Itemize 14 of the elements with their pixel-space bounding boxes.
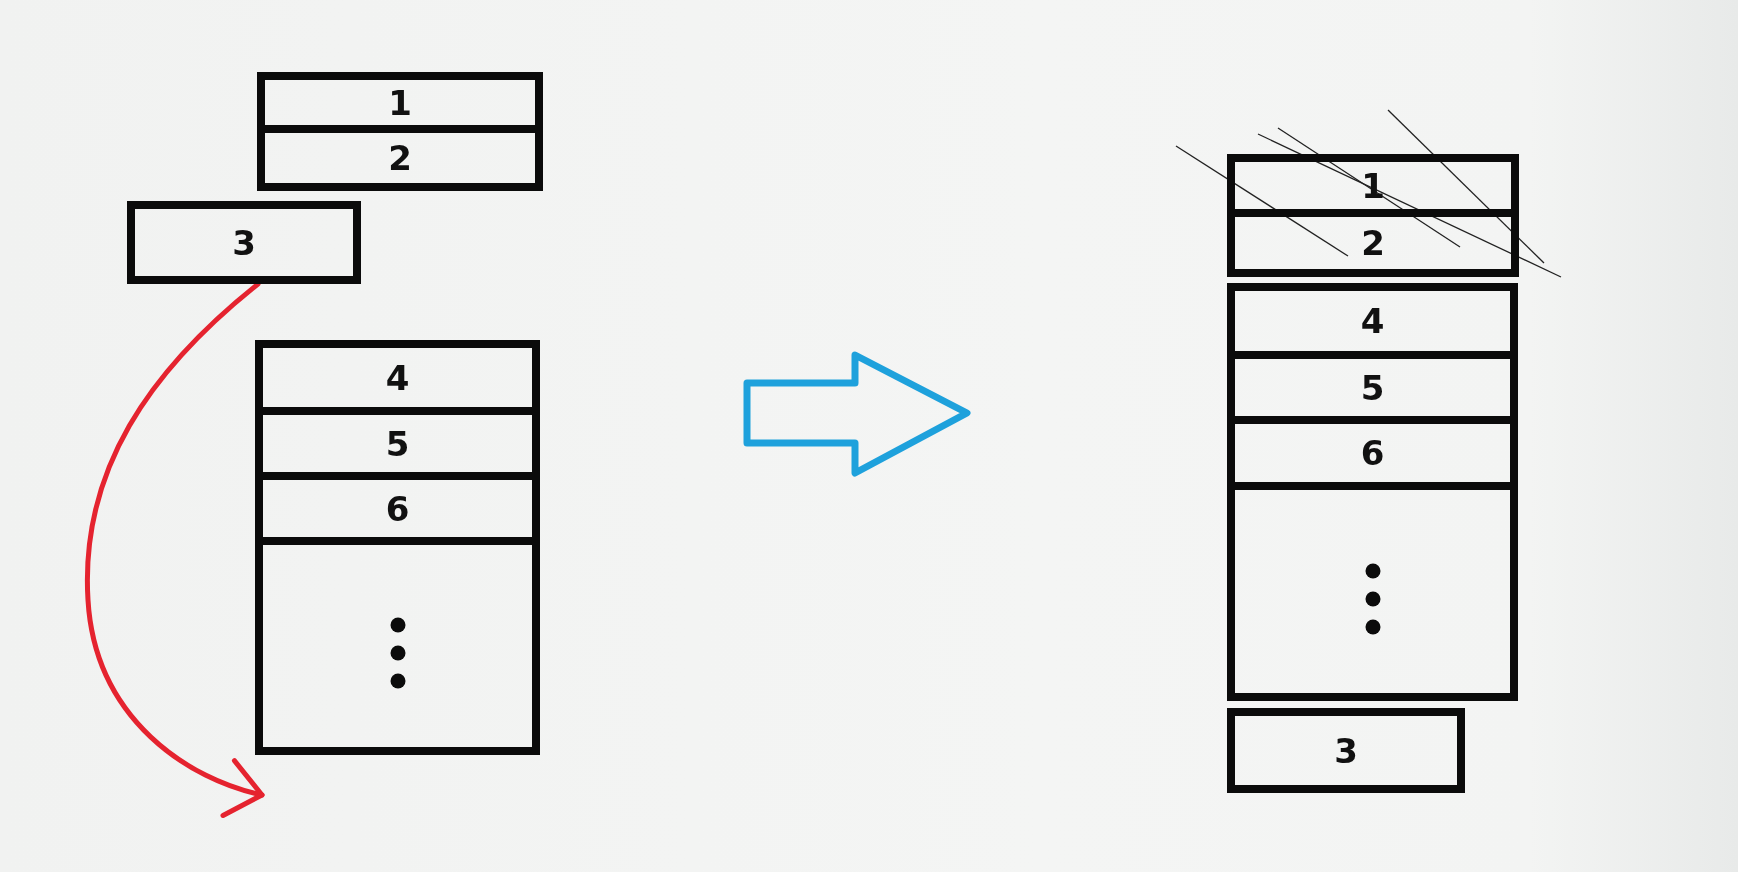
block-number: 3: [1334, 733, 1358, 768]
block-number: 5: [385, 426, 410, 461]
block-number: 6: [1360, 436, 1385, 470]
block-number: 2: [388, 141, 412, 175]
block-number: 4: [385, 360, 410, 395]
block-number: 2: [1361, 226, 1385, 260]
block-number: 5: [1360, 370, 1385, 405]
memory-block: [1227, 708, 1465, 793]
block-number: 1: [388, 85, 412, 120]
block-number: 3: [232, 225, 256, 260]
memory-block: [127, 201, 361, 284]
block-number: 4: [1360, 304, 1385, 338]
curved-arrow: [85, 281, 265, 817]
block-number: 6: [385, 491, 410, 526]
